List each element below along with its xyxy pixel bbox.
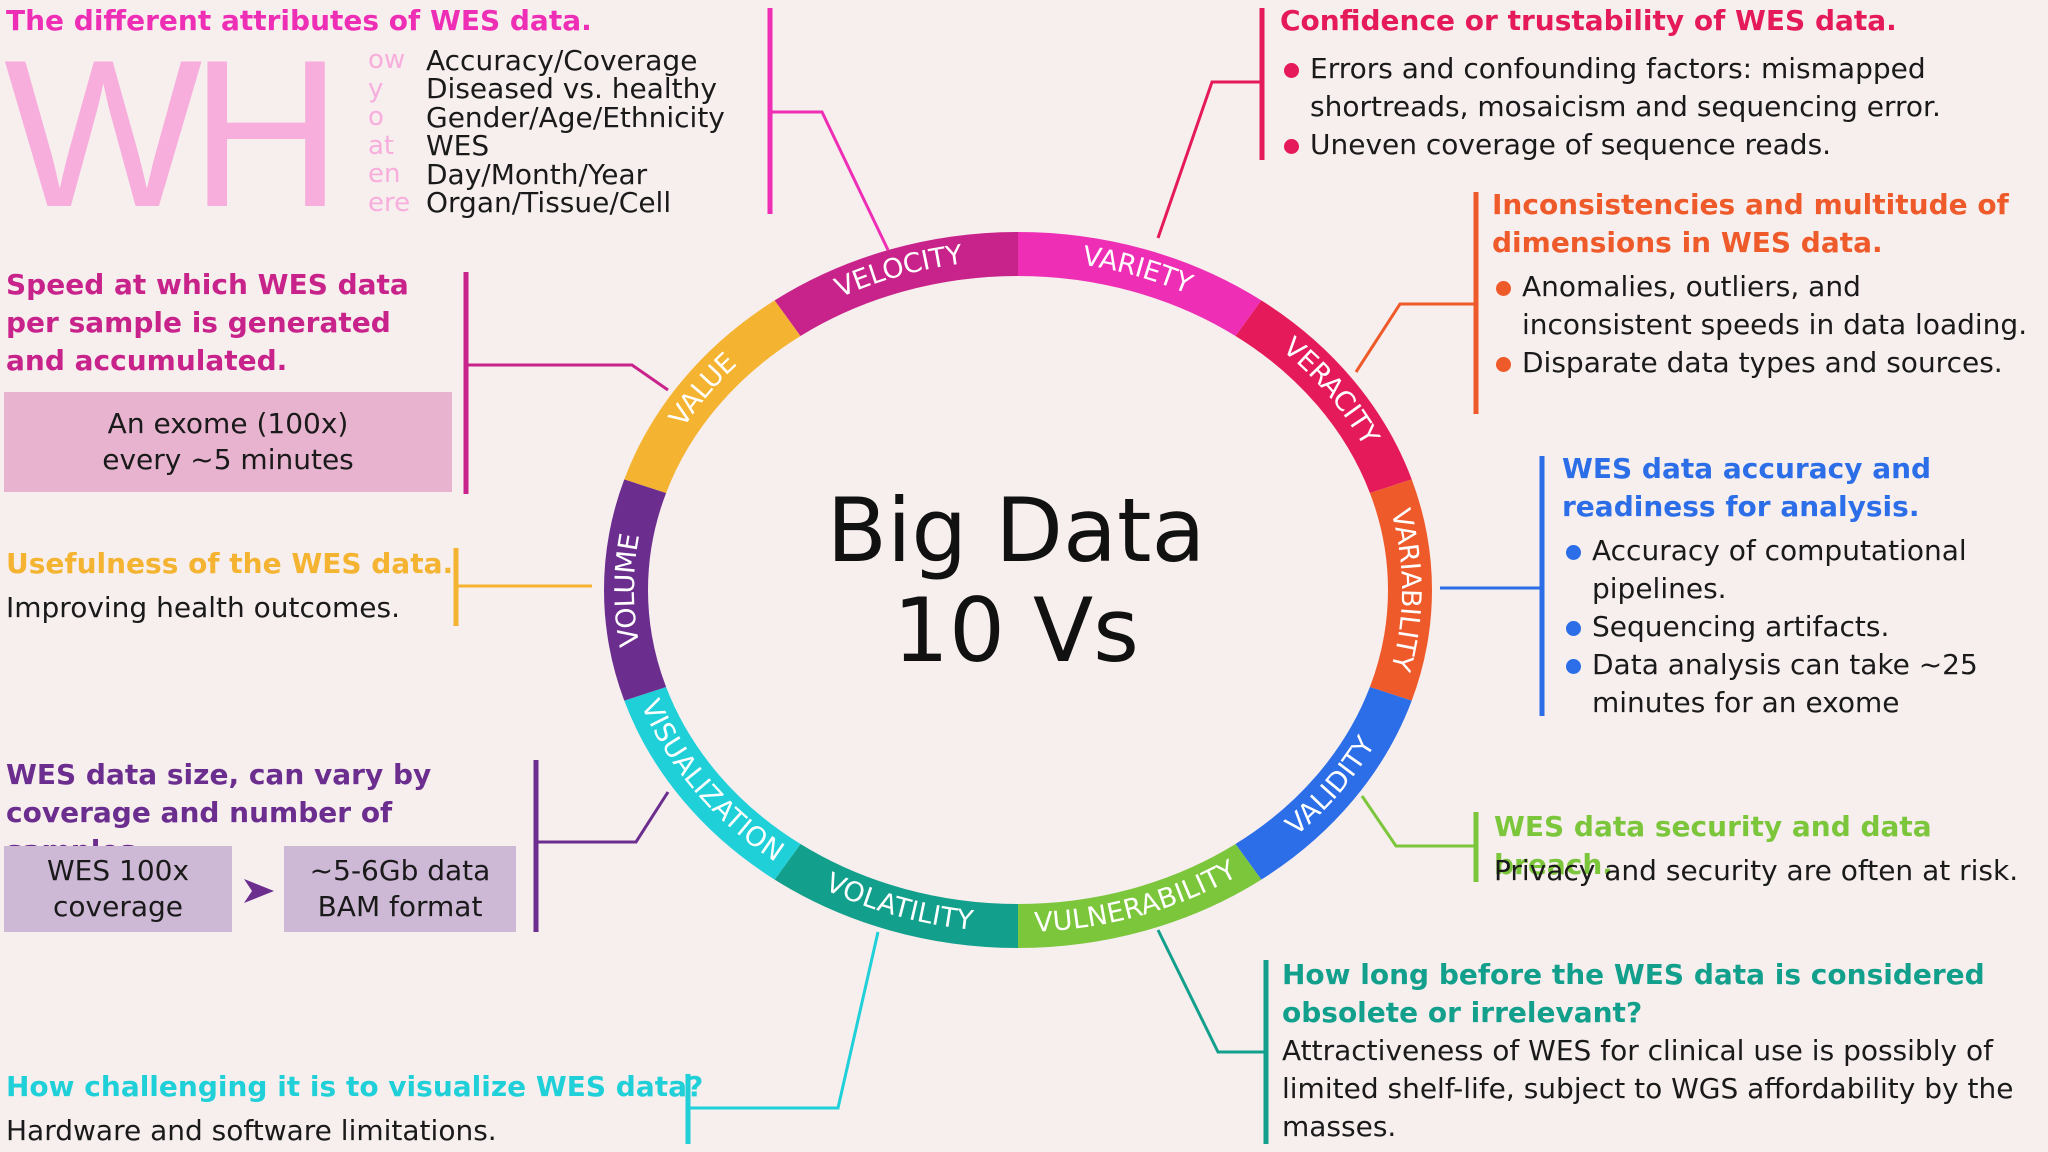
variety-row-text: Diseased vs. healthy [426,72,717,106]
connector-vulnerability [1360,795,1476,848]
ring-label-veracity: VERACITY [1277,331,1385,451]
list-item: Errors and confounding factors: mismappe… [1280,50,2020,126]
connector-veracity [1156,80,1262,239]
volume-box-wes: WES 100x coverage [4,846,232,932]
veracity-bullet-text: Uneven coverage of sequence reads. [1310,128,1832,161]
variety-list: ow Accuracy/Coverage y Diseased vs. health… [368,43,725,220]
bullet-icon [1284,139,1299,154]
variety-row-text: Gender/Age/Ethnicity [426,100,725,134]
bullet-icon [1566,621,1581,636]
vulnerability-text: Privacy and security are often at risk. [1494,854,2019,887]
variety-row-text: Accuracy/Coverage [426,43,698,77]
veracity-heading: Confidence or trustability of WES data. [1280,4,1897,37]
connector-volatility [1156,929,1266,1054]
list-item: Accuracy of computational pipelines. [1562,532,2002,608]
visualization-heading: How challenging it is to visualize WES d… [6,1070,704,1103]
list-item: Sequencing artifacts. [1562,608,2002,646]
ring-segment-visualization [624,687,801,880]
variety-row-prefix: at [368,130,395,161]
value-heading: Usefulness of the WES data. [6,547,454,580]
variability-bullet-text: Disparate data types and sources. [1522,346,2003,379]
variety-row: o Gender/Age/Ethnicity [368,100,725,134]
veracity-bullets: Errors and confounding factors: mismappe… [1280,50,2020,164]
velocity-box: An exome (100x) every ~5 minutes [4,392,452,492]
volume-box-size: ~5-6Gb data BAM format [284,846,516,932]
validity-heading: WES data accuracy and readiness for anal… [1562,452,1932,523]
ring-label-volume: VOLUME [609,531,645,649]
variety-row: ere Organ/Tissue/Cell [368,186,725,220]
volatility-heading: How long before the WES data is consider… [1282,958,1985,1029]
connector-velocity [466,363,669,392]
value-text: Improving health outcomes. [6,591,401,624]
volume-heading: WES data size, can vary by coverage and … [6,758,432,867]
center-title-line1: Big Data [826,479,1206,582]
ring-segment-volume [603,479,667,701]
validity-bullet-text: Data analysis can take ~25 minutes for a… [1592,648,1978,719]
variety-row: ow Accuracy/Coverage [368,43,725,77]
bullet-icon [1284,63,1299,78]
bullet-icon [1566,545,1581,560]
variety-row-prefix: ow [368,45,406,76]
ring-segment-vulnerability [1018,844,1262,948]
ring-segment-velocity [774,232,1018,336]
list-item: Data analysis can take ~25 minutes for a… [1562,646,2002,722]
variability-bullets: Anomalies, outliers, and inconsistent sp… [1492,268,2036,382]
arrow-right-icon [244,879,274,903]
variety-row-text: WES [426,129,490,163]
ring-segment-variety [1018,232,1262,336]
veracity-bullet-text: Errors and confounding factors: mismappe… [1310,52,1941,123]
connector-volume [536,791,670,844]
validity-bullet-text: Sequencing artifacts. [1592,610,1890,643]
validity-bullet-text: Accuracy of computational pipelines. [1592,534,1967,605]
connector-variability [1354,302,1476,373]
list-item: Disparate data types and sources. [1492,344,2036,382]
bullet-icon [1566,659,1581,674]
validity-bullets: Accuracy of computational pipelines. Seq… [1562,532,2002,722]
variety-row: y Diseased vs. healthy [368,72,725,106]
connector-variety [770,110,890,251]
variety-heading: The different attributes of WES data. [6,4,592,37]
variety-row-text: Day/Month/Year [426,157,648,191]
variety-row-prefix: ere [368,187,411,218]
variety-row: en Day/Month/Year [368,157,725,191]
variability-heading: Inconsistencies and multitude of dimensi… [1492,188,2009,259]
vulnerability-heading: WES data security and data breach. [1494,810,1932,881]
velocity-heading: Speed at which WES data per sample is ge… [6,268,409,377]
variety-row-prefix: y [368,73,384,104]
volatility-text: Attractiveness of WES for clinical use i… [1282,1034,2014,1143]
visualization-text: Hardware and software limitations. [6,1114,497,1147]
variety-row-prefix: o [368,102,384,133]
center-title-line2: 10 Vs [893,579,1139,682]
ring-segment-value [624,300,801,493]
ring-segment-veracity [1235,300,1412,493]
bullet-icon [1496,281,1511,296]
ring-segment-variability [1369,479,1432,701]
variability-bullet-text: Anomalies, outliers, and inconsistent sp… [1522,270,2028,341]
connector-visualization [688,931,880,1110]
ring-segment-volatility [774,844,1018,948]
ring-segment-validity [1235,687,1412,880]
variety-big-letters: WH [4,16,342,251]
list-item: Uneven coverage of sequence reads. [1280,126,2020,164]
center-title: Big Data 10 Vs [766,481,1266,681]
bullet-icon [1496,357,1511,372]
variety-row-prefix: en [368,159,401,190]
variety-row: at WES [368,129,725,163]
list-item: Anomalies, outliers, and inconsistent sp… [1492,268,2036,344]
variety-row-text: Organ/Tissue/Cell [426,186,672,220]
ring-label-visualization: VISUALIZATION [635,695,789,868]
